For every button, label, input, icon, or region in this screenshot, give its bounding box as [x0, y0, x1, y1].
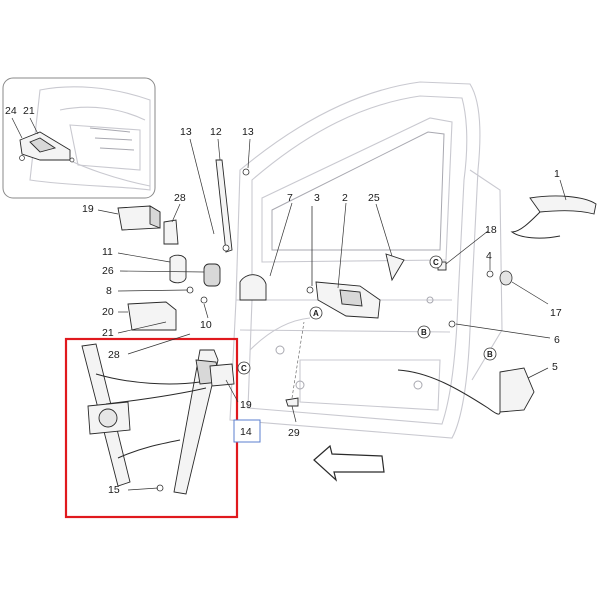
window-guide-rail	[215, 159, 250, 253]
callout-8: 8	[106, 285, 112, 297]
callout-26: 25	[368, 192, 380, 204]
callout-13a: 13	[180, 126, 192, 138]
callout-11: 11	[102, 246, 113, 258]
callout-1: 1	[554, 168, 560, 180]
inset-detail	[2, 77, 156, 199]
leader-lines	[97, 138, 567, 491]
callout-14-box	[233, 419, 261, 443]
marker-b1: B	[421, 328, 427, 337]
handle-cable	[510, 211, 561, 239]
actuator-cable	[397, 369, 501, 415]
callout-16: 17	[550, 307, 562, 319]
bolt-10	[200, 296, 208, 304]
screw-6	[448, 320, 456, 328]
leader-29-dash	[291, 321, 305, 399]
callout-15: 15	[108, 484, 120, 496]
callout-2: 2	[342, 192, 348, 204]
stop-27	[203, 263, 221, 287]
lock-mechanism-2-detail	[339, 289, 363, 307]
callout-14: 14	[240, 426, 252, 438]
callout-29: 29	[288, 427, 300, 439]
callout-3: 3	[314, 192, 320, 204]
callout-18: 19	[240, 399, 252, 411]
screw-4	[486, 270, 494, 278]
callout-25: 24	[5, 105, 17, 117]
marker-c1: C	[433, 258, 439, 267]
callout-21: 21	[102, 327, 114, 339]
callout-6: 6	[554, 334, 560, 346]
outer-handle-1	[529, 195, 597, 215]
callout-13b: 13	[242, 126, 254, 138]
marker-b2: B	[487, 350, 493, 359]
clip-29	[285, 397, 299, 407]
window-regulator-14	[81, 343, 235, 495]
clip-28	[163, 219, 179, 245]
callout-12: 12	[210, 126, 222, 138]
callout-27: 26	[102, 265, 114, 277]
direction-arrow	[313, 444, 385, 482]
callout-17: 18	[485, 224, 497, 236]
marker-a: A	[313, 309, 319, 318]
callout-5: 5	[552, 361, 558, 373]
callout-labels: 24 21 13 12 13 28 19 7 3 2 25 1 18 4 11 …	[5, 105, 562, 496]
callout-10: 10	[200, 319, 212, 331]
bump-stop-11	[169, 254, 187, 284]
callout-19: 19	[82, 203, 94, 215]
marker-c2: C	[241, 364, 247, 373]
stud-3-end	[306, 286, 314, 294]
callout-20: 20	[102, 306, 114, 318]
bracket-19-side	[149, 205, 161, 229]
bracket-20	[127, 301, 177, 331]
callout-28b: 28	[108, 349, 120, 361]
lock-actuator-5	[499, 367, 535, 413]
door-outline	[229, 81, 503, 439]
reference-markers: A B C B C	[237, 255, 497, 375]
callout-7: 7	[287, 192, 293, 204]
hinge-assembly	[239, 274, 267, 301]
callout-24: 21	[23, 105, 35, 117]
plug-16	[499, 270, 513, 286]
callout-4: 4	[486, 250, 492, 262]
part-26	[385, 253, 405, 282]
callout-28a: 28	[174, 192, 186, 204]
